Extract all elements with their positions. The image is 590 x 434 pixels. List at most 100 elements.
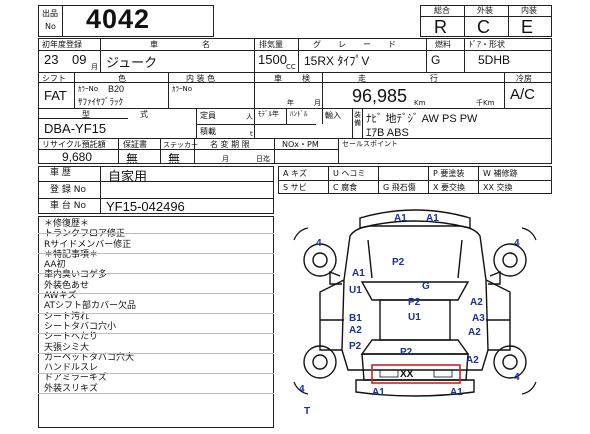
legend-a: A キズ: [283, 169, 308, 178]
inspection-month-unit: 月: [314, 99, 321, 107]
label-color: 色: [118, 74, 126, 83]
label-model-code-1: 型: [82, 110, 90, 119]
special-item: AA初: [44, 260, 66, 271]
label-mileage-2: 行: [430, 74, 438, 83]
label-shift: シフト: [42, 74, 66, 83]
label-inspection-1: 車: [274, 74, 282, 83]
damage-rear-bottom-left: A1: [372, 387, 385, 398]
damage-rear-bumper: XX: [400, 369, 414, 380]
legend-x: X 要交換: [433, 183, 466, 192]
label-recycle-fee: リサイクル預託額: [42, 140, 106, 149]
damage-front-top-left: A1: [394, 213, 407, 224]
damage-trunk-floor: T: [304, 406, 311, 417]
label-ac: 冷房: [516, 74, 532, 83]
label-door-shape: ﾄﾞｱ・形状: [469, 40, 505, 49]
recycle-fee: 9,680: [62, 150, 93, 164]
rating-label-overall: 総合: [434, 6, 450, 15]
interior-color-no-label: ｶﾗｰNo: [172, 85, 193, 93]
label-warranty: 保証書: [123, 140, 147, 149]
label-equipment: 装備: [354, 111, 361, 127]
label-grade-2: レ: [338, 40, 346, 49]
label-grade-4: ド: [388, 40, 396, 49]
sticker: 無: [168, 152, 181, 166]
label-model-year: ﾓﾃﾞﾙ年: [258, 110, 279, 118]
displacement: 1500: [258, 52, 287, 67]
capacity-unit: 人: [246, 113, 253, 121]
shift: FAT: [44, 88, 67, 103]
rating-label-exterior: 外装: [477, 6, 493, 15]
thousand-km-unit: 千Km: [476, 99, 495, 107]
damage-right-front-door: A2: [470, 297, 483, 308]
cc-unit: CC: [286, 63, 296, 71]
label-reg-no: 登 録 No: [50, 185, 86, 195]
special-item: AWキズ: [44, 291, 77, 302]
special-item: ATシフト部カバー欠品: [44, 301, 136, 312]
mileage: 96,985: [352, 86, 408, 106]
fuel: G: [431, 53, 441, 67]
special-item: シートタバコ穴小: [44, 321, 117, 332]
label-load: 積載: [200, 127, 216, 136]
lot-label-top: 出品: [42, 9, 58, 18]
rating-interior: E: [521, 17, 534, 37]
inspection-year-unit: 年: [287, 99, 294, 107]
repair-item: トランクフロア修正: [44, 229, 126, 240]
damage-left-front-door: U1: [349, 285, 362, 296]
damage-right-quarter: A2: [466, 355, 479, 366]
label-mileage-1: 走: [358, 74, 366, 83]
tire-rear-left: 4: [299, 384, 305, 395]
legend-s: S サビ: [283, 183, 307, 192]
special-item: ハンドルスレ: [44, 363, 99, 374]
label-model-code-2: 式: [140, 110, 148, 119]
warranty: 無: [126, 152, 139, 166]
rating-box: [420, 5, 552, 37]
color-name: ｻﾌｧｲﾔﾌﾞﾗｯｸ: [78, 97, 124, 107]
repair-header: ＊修復歴＊: [44, 219, 90, 229]
history-value: 自家用: [108, 169, 148, 184]
damage-front-left-fender: A1: [352, 268, 365, 279]
label-interior-color: 内 装 色: [186, 74, 216, 83]
damage-hood: P2: [392, 257, 405, 268]
label-capacity: 定員: [200, 111, 216, 120]
rating-overall: R: [434, 17, 447, 37]
first-reg-year: 23: [44, 52, 59, 67]
damage-right-side: A2: [468, 327, 481, 338]
lot-label-bottom: No: [45, 22, 56, 31]
special-item: 外装スリキズ: [44, 383, 99, 394]
label-import: 輸入: [325, 111, 341, 120]
label-first-reg: 初年度登録: [42, 40, 82, 49]
color-no: B20: [108, 84, 125, 94]
info-grid: [38, 38, 552, 164]
model-code: DBA-YF15: [44, 121, 107, 136]
grade: 15RX ﾀｲﾌﾟV: [304, 54, 370, 68]
damage-left-quarter: P2: [349, 341, 362, 352]
special-item: シート汚れ: [44, 311, 90, 322]
damage-windshield: G: [422, 281, 430, 292]
month-unit: 月: [91, 63, 98, 71]
label-grade-1: グ: [313, 40, 321, 49]
label-chassis-no: 車 台 No: [50, 201, 86, 211]
label-car-1: 車: [150, 40, 158, 49]
notes-box: [38, 216, 274, 428]
damage-left-rear-door-a: A2: [349, 325, 362, 336]
air-conditioner: A/C: [510, 86, 536, 103]
label-history: 車 歴: [50, 168, 71, 178]
car-diagram: [293, 209, 537, 397]
door-shape: 5DHB: [478, 53, 511, 67]
km-unit: Km: [414, 99, 426, 107]
load-unit: t: [250, 130, 253, 138]
special-item: カーペットタバコ穴大: [44, 352, 135, 363]
tire-front-right: 4: [514, 238, 520, 249]
label-inspection-2: 検: [302, 74, 310, 83]
damage-roof: P2: [408, 297, 421, 308]
damage-rear-bottom-right: A1: [450, 387, 463, 398]
lot-box: [38, 5, 214, 37]
special-item: 車内臭いコゲ多: [44, 270, 108, 281]
damage-right-rear-door: A3: [472, 313, 485, 324]
tire-front-left: 4: [316, 238, 322, 249]
special-item: ドアミラーキズ: [44, 373, 107, 384]
special-item: 外装色あせ: [44, 280, 90, 291]
label-displacement: 排気量: [259, 40, 283, 49]
legend-u: U ヘコミ: [333, 169, 366, 178]
label-handle: ﾊﾝﾄﾞﾙ: [290, 110, 308, 118]
